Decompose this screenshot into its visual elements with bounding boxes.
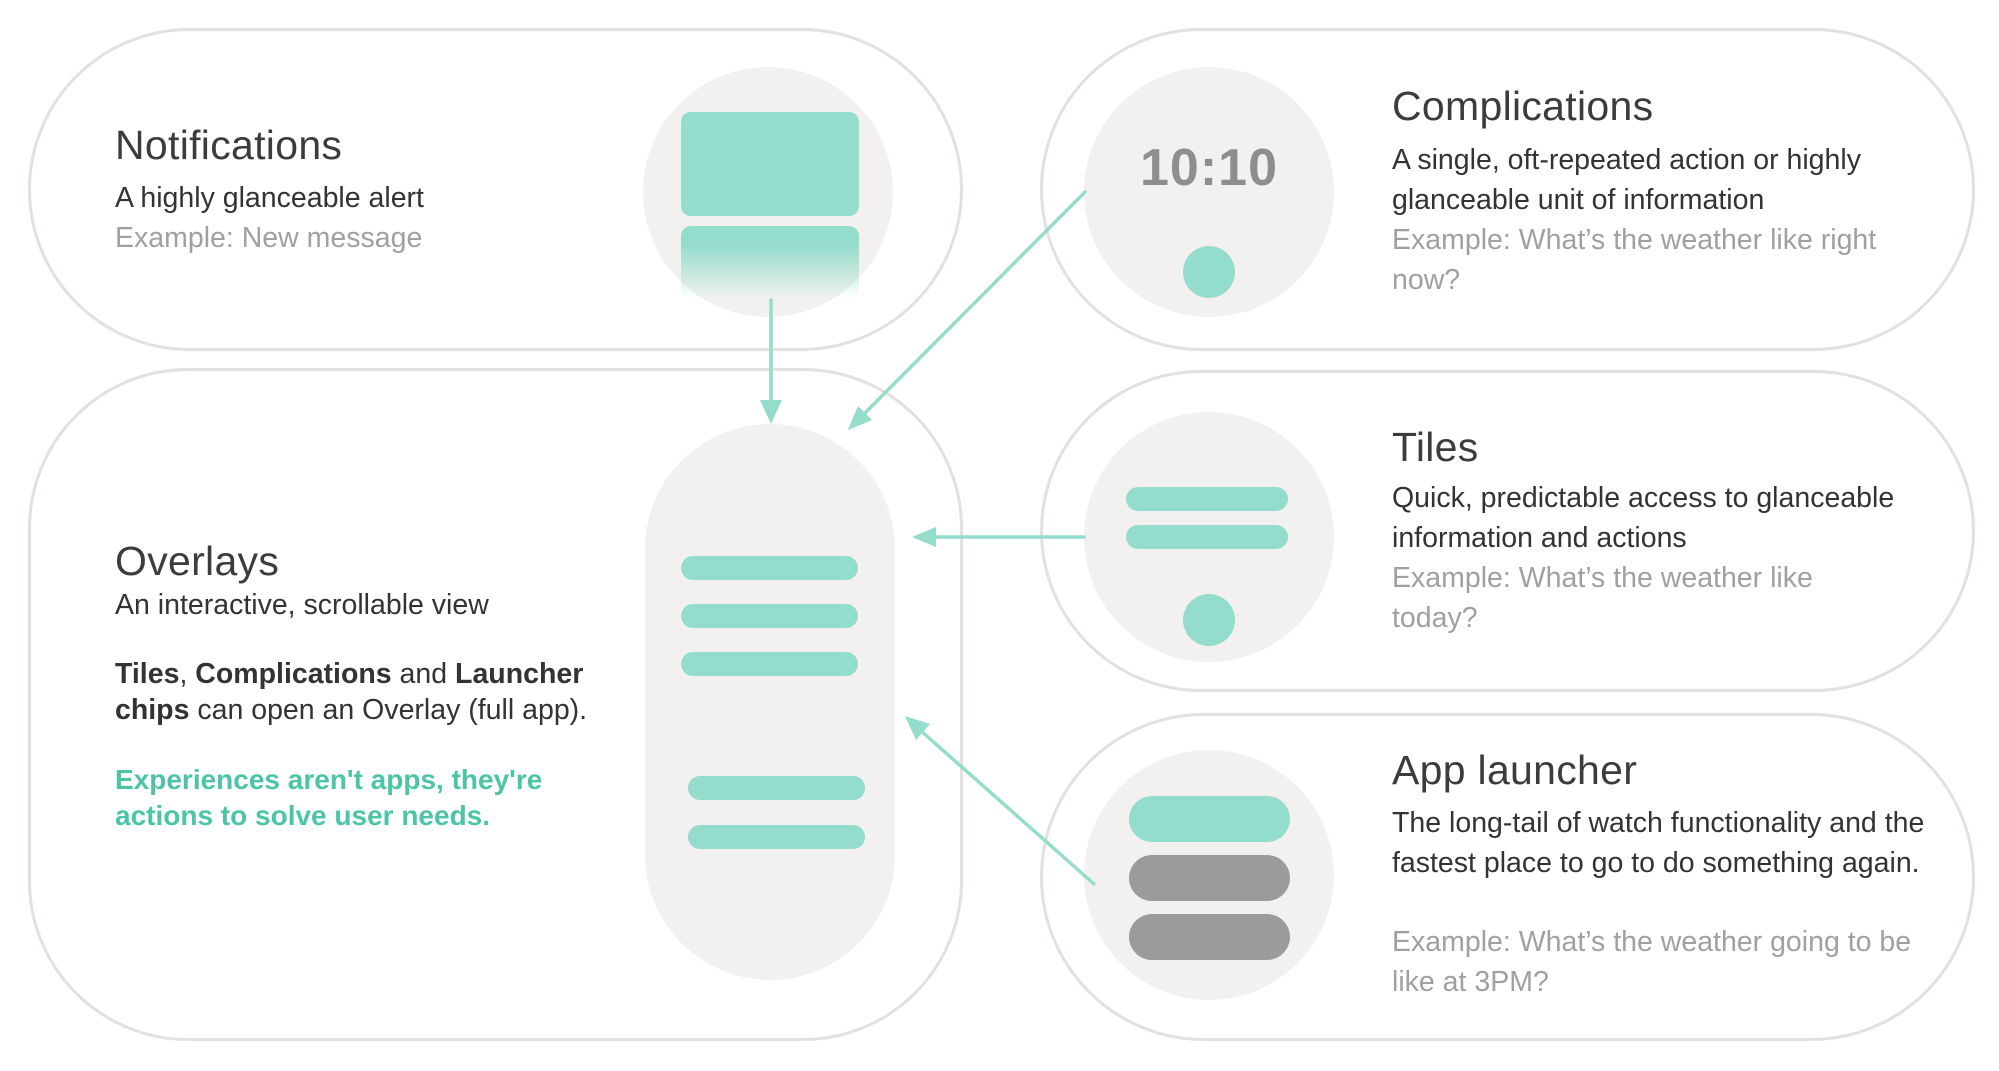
overlays-open-note: Tiles, Complications and Launcher chips … [115, 656, 635, 728]
launcher-chips-term: Launcher chips [115, 658, 584, 726]
overlay-list-line-4 [688, 776, 865, 800]
arrowhead-launcher [905, 716, 930, 740]
overlays-description: An interactive, scrollable view [115, 589, 489, 621]
tiles-example: Example: What’s the weather like today? [1392, 562, 1813, 634]
tile-line-2 [1126, 525, 1288, 549]
overlay-scroll-view [645, 424, 895, 980]
app-launcher-description: The long-tail of watch functionality and… [1392, 807, 1925, 879]
overlays-highlight: Experiences aren't apps, they're actions… [115, 764, 543, 831]
overlays-title: Overlays [115, 538, 280, 584]
complication-time: 10:10 [1140, 139, 1278, 197]
overlay-list-line-5 [688, 825, 865, 849]
app-launcher-example: Example: What’s the weather going to be … [1392, 926, 1912, 998]
notification-card-icon [681, 112, 859, 216]
complications-term: Complications [195, 658, 392, 690]
tile-line-1 [1126, 487, 1288, 511]
complications-description: A single, oft-repeated action or highly … [1392, 144, 1861, 216]
overlay-list-line-3 [681, 652, 858, 676]
arrow-launcher-to-overlay [918, 728, 1096, 886]
tiles-term: Tiles [115, 658, 180, 690]
arrowhead-notifications [760, 400, 782, 424]
complications-example: Example: What’s the weather like right n… [1392, 224, 1877, 296]
launcher-chip-active [1129, 796, 1290, 842]
note-separator: , [179, 658, 196, 690]
launcher-chip-2 [1129, 855, 1290, 901]
launcher-chip-3 [1129, 914, 1290, 960]
notifications-title: Notifications [115, 122, 343, 168]
notifications-example: Example: New message [115, 222, 423, 254]
app-launcher-title: App launcher [1392, 747, 1638, 793]
overlay-list-line-2 [681, 604, 858, 628]
complication-dot-icon [1183, 246, 1235, 298]
notifications-description: A highly glanceable alert [115, 182, 424, 214]
tile-dot-icon [1183, 594, 1235, 646]
note-rest: can open an Overlay (full app). [189, 694, 588, 726]
arrowhead-tiles [912, 527, 936, 547]
notification-stacked-card-icon [681, 226, 859, 298]
complications-title: Complications [1392, 83, 1654, 129]
note-and: and [391, 658, 456, 690]
arrowhead-complications [848, 406, 872, 430]
arrow-complications-to-overlay [856, 190, 1087, 422]
tiles-description: Quick, predictable access to glanceable … [1392, 482, 1895, 554]
tiles-title: Tiles [1392, 424, 1479, 470]
overlay-list-line-1 [681, 556, 858, 580]
